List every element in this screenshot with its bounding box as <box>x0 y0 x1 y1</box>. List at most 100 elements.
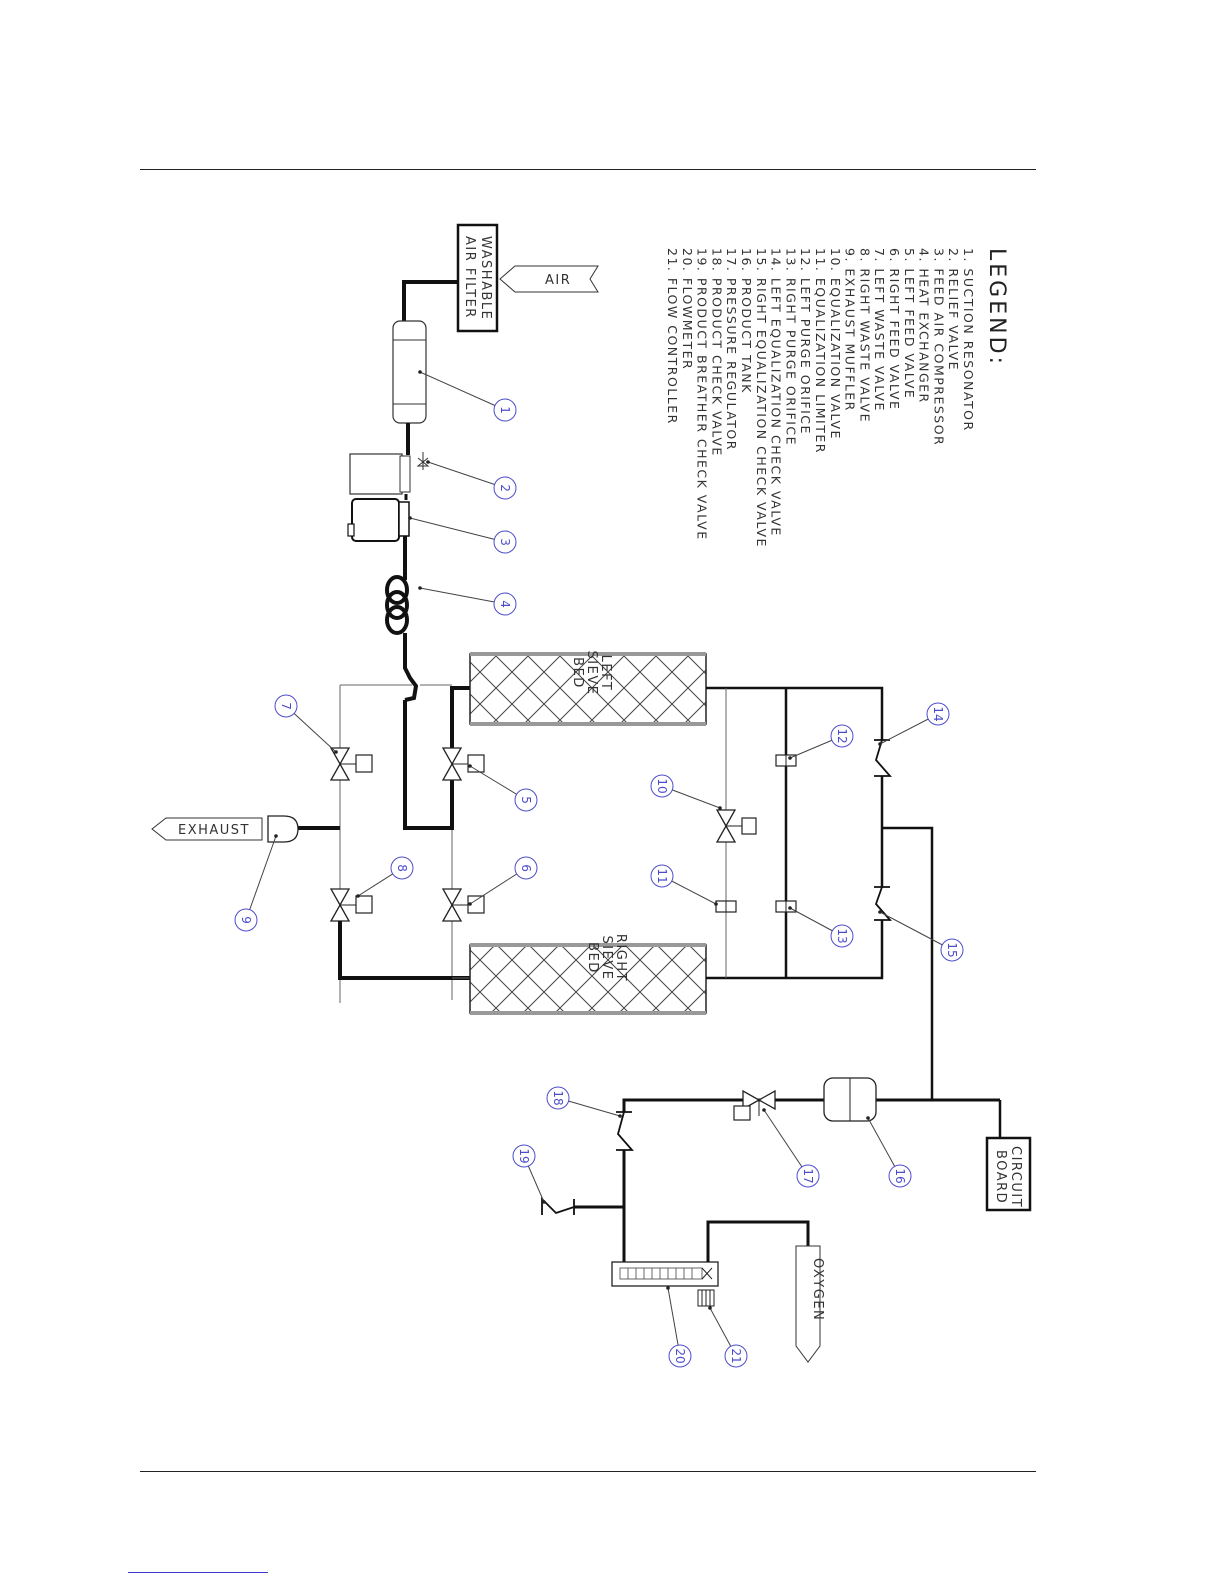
callout-leader-17 <box>763 1109 809 1177</box>
callout-arrowhead-15 <box>878 910 882 914</box>
feed-air-compressor <box>347 498 410 542</box>
callout-number-16: 16 <box>893 1168 907 1183</box>
left-feed-valve <box>441 747 485 781</box>
callout-circle-13 <box>830 924 854 948</box>
callout-circle-7 <box>274 694 298 718</box>
legend-item-8: 8. RIGHT WASTE VALVE <box>857 248 872 423</box>
callout-number-2: 2 <box>498 484 512 492</box>
callout-number-21: 21 <box>729 1348 743 1363</box>
right-feed-valve <box>441 888 485 922</box>
exhaust-muffler <box>267 815 299 843</box>
callout-number-19: 19 <box>517 1148 531 1163</box>
callout-circle-1 <box>493 398 517 422</box>
legend-item-5: 5. LEFT FEED VALVE <box>902 248 917 399</box>
circuit-board-line1: CIRCUIT <box>1008 1146 1023 1208</box>
footer-rule <box>140 1471 1036 1472</box>
callout-leader-4 <box>419 587 506 605</box>
equalization-limiter <box>715 900 737 913</box>
callout-circle-5 <box>514 788 538 812</box>
callout-leader-2 <box>427 461 506 489</box>
callout-arrowhead-13 <box>788 906 792 910</box>
oxygen-pipe <box>706 1220 810 1262</box>
callout-arrowhead-10 <box>718 806 722 810</box>
right-purge-orifice <box>775 900 797 913</box>
callout-arrowhead-18 <box>618 1114 622 1118</box>
callout-number-17: 17 <box>801 1168 815 1183</box>
callout-circle-21 <box>724 1344 748 1368</box>
callout-circle-14 <box>926 702 950 726</box>
legend-item-2: 2. RELIEF VALVE <box>946 248 961 371</box>
callout-circle-4 <box>493 592 517 616</box>
legend-item-17: 17. PRESSURE REGULATOR <box>724 248 739 451</box>
filter-label-line2: AIR FILTER <box>462 236 477 319</box>
callout-circle-18 <box>546 1086 570 1110</box>
filter-label-line1: WASHABLE <box>478 236 493 320</box>
callout-circle-9 <box>234 908 258 932</box>
callout-leader-20 <box>667 1287 681 1357</box>
callout-arrowhead-21 <box>708 1306 712 1310</box>
legend-item-11: 11. EQUALIZATION LIMITER <box>813 248 828 454</box>
legend-item-18: 18. PRODUCT CHECK VALVE <box>709 248 724 457</box>
legend-item-14: 14. LEFT EQUALIZATION CHECK VALVE <box>769 248 784 537</box>
product-tank <box>823 1077 877 1122</box>
callout-arrowhead-11 <box>714 902 718 906</box>
callout-number-7: 7 <box>279 702 293 710</box>
callout-number-3: 3 <box>498 538 512 546</box>
callout-arrowhead-8 <box>356 894 360 898</box>
right-waste-valve <box>329 888 373 922</box>
header-rule <box>140 169 1036 170</box>
relief-valve <box>349 452 430 495</box>
oxygen-label: OXYGEN <box>810 1258 825 1321</box>
callout-circle-11 <box>650 864 674 888</box>
circuit-board: CIRCUIT BOARD <box>985 1136 1032 1212</box>
callout-arrowhead-6 <box>468 902 472 906</box>
left-bed-line3: BED <box>570 657 585 689</box>
legend-item-3: 3. FEED AIR COMPRESSOR <box>931 248 946 446</box>
callout-number-8: 8 <box>395 864 409 872</box>
callout-arrowhead-1 <box>418 370 422 374</box>
callout-number-12: 12 <box>835 728 849 743</box>
legend-item-6: 6. RIGHT FEED VALVE <box>887 248 902 410</box>
air-inlet-arrow: AIR <box>499 265 599 293</box>
legend-item-16: 16. PRODUCT TANK <box>739 248 754 394</box>
flow-controller <box>697 1289 715 1307</box>
callout-circle-17 <box>796 1164 820 1188</box>
footer-link[interactable] <box>128 1572 268 1573</box>
legend-item-9: 9. EXHAUST MUFFLER <box>843 248 858 412</box>
legend-item-12: 12. LEFT PURGE ORIFICE <box>798 248 813 435</box>
legend-item-1: 1. SUCTION RESONATOR <box>961 248 976 432</box>
legend-item-13: 13. RIGHT PURGE ORIFICE <box>783 248 798 446</box>
suction-resonator <box>392 320 427 424</box>
exhaust-outlet-arrow: EXHAUST <box>151 817 263 841</box>
callout-number-14: 14 <box>931 706 945 721</box>
right-sieve-bed: RIGHT SIEVE BED <box>469 934 707 1015</box>
legend-item-15: 15. RIGHT EQUALIZATION CHECK VALVE <box>754 248 769 548</box>
left-bed-product-line <box>706 686 884 740</box>
callout-number-18: 18 <box>551 1090 565 1105</box>
air-label: AIR <box>545 273 571 288</box>
callout-number-6: 6 <box>519 864 533 872</box>
left-bed-line2: SIEVE <box>584 651 599 696</box>
heat-exchanger <box>385 575 419 702</box>
callout-number-13: 13 <box>835 928 849 943</box>
circuit-board-line2: BOARD <box>993 1150 1008 1204</box>
callout-circle-3 <box>493 530 517 554</box>
legend-item-7: 7. LEFT WASTE VALVE <box>872 248 887 412</box>
left-sieve-bed: LEFT SIEVE BED <box>469 651 707 726</box>
callout-arrowhead-14 <box>878 742 882 746</box>
legend-item-21: 21. FLOW CONTROLLER <box>665 248 680 425</box>
right-equalization-check-valve <box>874 886 892 921</box>
product-breather-check-valve <box>541 1196 575 1215</box>
callout-arrowhead-2 <box>426 460 430 464</box>
oxygen-outlet-arrow: OXYGEN <box>795 1245 825 1363</box>
callout-number-11: 11 <box>655 868 669 883</box>
callout-arrowhead-5 <box>468 764 472 768</box>
legend-item-19: 19. PRODUCT BREATHER CHECK VALVE <box>695 248 710 541</box>
callout-circle-6 <box>514 856 538 880</box>
callout-circle-20 <box>668 1344 692 1368</box>
pressure-regulator <box>733 1089 776 1121</box>
right-bed-line2: SIEVE <box>599 936 614 981</box>
